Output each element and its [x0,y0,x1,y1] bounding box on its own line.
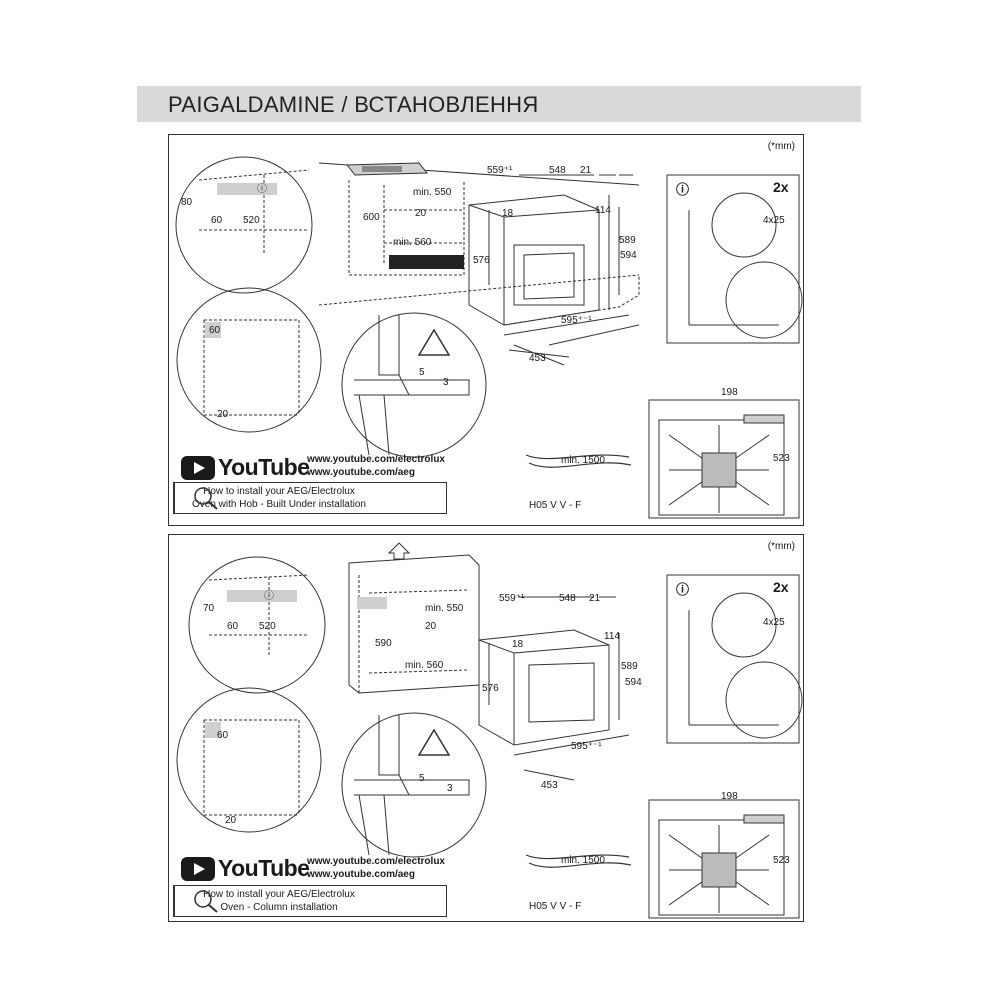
dim-60-corner: 60 [217,730,229,741]
link-aeg[interactable]: www.youtube.com/aeg [307,467,415,478]
quantity-label: 2x [773,579,789,595]
attention-icon: ⓘ [264,591,274,602]
dim-595: 595⁺⁻¹ [561,315,592,326]
howto-box: How to install your AEG/Electrolux Oven … [173,885,447,917]
dim-20-bottom: 20 [225,815,237,826]
dim-5: 5 [419,367,425,378]
dim-min-560: min. 560 [393,237,432,248]
dim-60: 60 [211,215,223,226]
youtube-play-icon [181,856,215,881]
unit-note: (*mm) [767,141,795,152]
dim-114: 114 [595,205,611,216]
dim-520: 520 [243,215,260,226]
dim-559: 559⁺¹ [487,165,513,176]
dim-590: 590 [375,638,392,649]
dim-114: 114 [604,631,620,642]
link-electrolux[interactable]: www.youtube.com/electrolux [307,454,445,465]
dim-20-bottom: 20 [217,409,229,420]
magnifier-icon [174,483,218,513]
dim-min-560: min. 560 [405,660,444,671]
dim-594: 594 [620,250,637,261]
link-electrolux[interactable]: www.youtube.com/electrolux [307,856,445,867]
dim-18: 18 [502,208,514,219]
dim-453: 453 [541,780,558,791]
magnifier-icon [174,886,218,916]
cable-type: H05 V V - F [529,901,582,912]
dim-70: 70 [203,603,215,614]
howto-line-1: How to install your AEG/Electrolux [203,889,355,900]
howto-line-1: How to install your AEG/Electrolux [203,486,355,497]
dim-21: 21 [589,593,601,604]
youtube-logo: YouTube [181,855,310,882]
youtube-wordmark: YouTube [218,855,310,881]
installation-panel-column: (*mm) 70 60 520 ⓘ 590 min. 550 20 min. 5… [168,534,804,922]
quantity-label: 2x [773,179,789,195]
info-icon: ⓘ [676,182,690,197]
dim-5: 5 [419,773,425,784]
dim-20: 20 [415,208,427,219]
dim-559: 559⁺¹ [499,593,525,604]
howto-line-2: Oven with Hob - Built Under installation [192,499,366,510]
dim-548: 548 [549,165,566,176]
dim-60: 60 [227,621,239,632]
youtube-play-icon [181,455,215,480]
dim-21: 21 [580,165,592,176]
installation-drawing [176,542,803,919]
dim-3: 3 [443,377,449,388]
dim-453: 453 [529,353,546,364]
dim-min-550: min. 550 [425,603,464,614]
dim-198: 198 [721,791,738,802]
cable-length: min. 1500 [561,855,605,866]
info-icon: ⓘ [676,582,690,597]
youtube-logo: YouTube [181,454,310,481]
dim-min-550: min. 550 [413,187,452,198]
dim-548: 548 [559,593,576,604]
howto-box: How to install your AEG/Electrolux Oven … [173,482,447,514]
page-title: PAIGALDAMINE / ВСТАНОВЛЕННЯ [168,92,539,117]
dim-18: 18 [512,639,524,650]
youtube-links: www.youtube.com/electrolux www.youtube.c… [307,453,445,479]
link-aeg[interactable]: www.youtube.com/aeg [307,869,415,880]
dim-60-corner: 60 [209,325,221,336]
screw-size: 4x25 [763,617,785,628]
dim-594: 594 [625,677,642,688]
dim-576: 576 [482,683,499,694]
dim-595: 595⁺⁻¹ [571,741,602,752]
dim-576: 576 [473,255,490,266]
dim-520: 520 [259,621,276,632]
unit-note: (*mm) [767,541,795,552]
dim-3: 3 [447,783,453,794]
dim-523: 523 [773,453,790,464]
cable-length: min. 1500 [561,455,605,466]
dim-589: 589 [619,235,636,246]
dim-20: 20 [425,621,437,632]
section-header: PAIGALDAMINE / ВСТАНОВЛЕННЯ [137,86,861,122]
youtube-links: www.youtube.com/electrolux www.youtube.c… [307,855,445,881]
screw-size: 4x25 [763,215,785,226]
youtube-wordmark: YouTube [218,454,310,480]
cable-type: H05 V V - F [529,500,582,511]
dim-589: 589 [621,661,638,672]
attention-icon: ⓘ [257,184,267,195]
dim-600: 600 [363,212,380,223]
dim-198: 198 [721,387,738,398]
dim-523: 523 [773,855,790,866]
installation-drawing [175,156,803,519]
installation-panel-built-under: (*mm) 80 60 520 ⓘ 600 min. 550 20 min. 5… [168,134,804,526]
dim-80: 80 [181,197,193,208]
howto-line-2: Oven - Column installation [220,902,338,913]
